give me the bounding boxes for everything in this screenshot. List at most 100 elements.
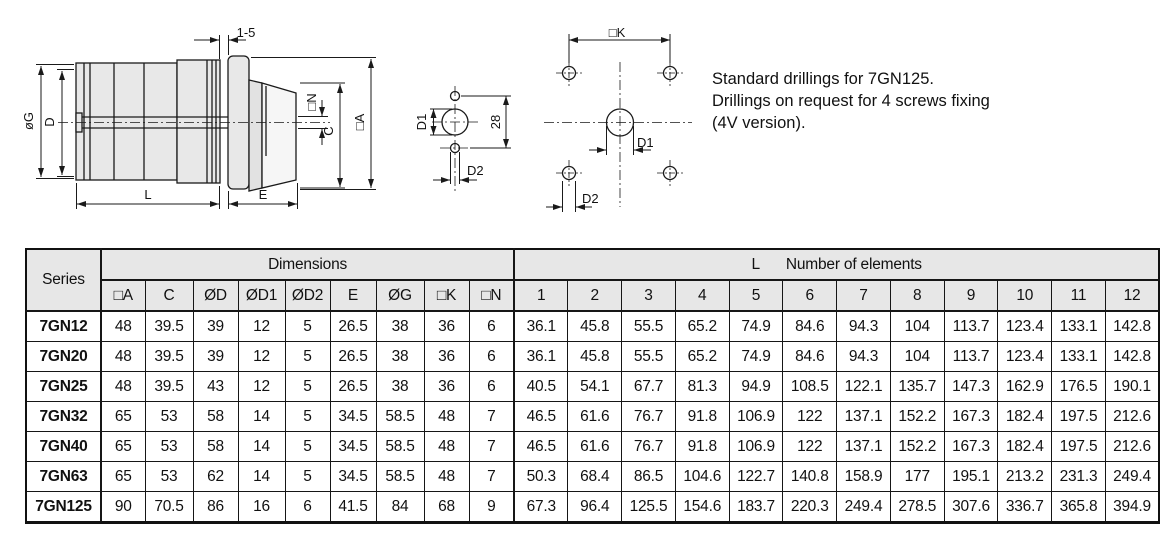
length-value: 84.6 (782, 310, 838, 342)
length-value: 55.5 (621, 341, 676, 372)
length-value: 61.6 (567, 431, 623, 462)
length-value: 212.6 (1104, 431, 1160, 462)
dim-value: 48 (100, 310, 146, 342)
length-value: 67.3 (513, 491, 569, 523)
length-value: 122.7 (728, 461, 784, 492)
length-value: 65.2 (674, 310, 730, 342)
length-value: 197.5 (1051, 401, 1106, 432)
element-col-header: 6 (782, 279, 838, 312)
dim-label-d2-drill: D2 (582, 191, 599, 206)
dim-value: 6 (468, 341, 516, 372)
dim-label-28: 28 (488, 115, 503, 129)
dim-value: 86 (192, 491, 239, 523)
length-value: 123.4 (997, 341, 1053, 372)
length-value: 182.4 (997, 431, 1053, 462)
length-value: 213.2 (997, 461, 1053, 492)
dim-value: 7 (468, 431, 516, 462)
length-value: 133.1 (1051, 341, 1106, 372)
dim-value: 39 (192, 310, 239, 342)
dim-value: 5 (284, 371, 331, 402)
length-value: 104 (889, 341, 945, 372)
dim-value: 90 (100, 491, 146, 523)
length-value: 137.1 (836, 431, 891, 462)
length-value: 142.8 (1104, 310, 1160, 342)
length-value: 182.4 (997, 401, 1053, 432)
dim-label-a: □A (352, 113, 367, 130)
dim-value: 65 (100, 461, 146, 492)
length-value: 46.5 (513, 431, 569, 462)
length-value: 50.3 (513, 461, 569, 492)
length-value: 67.7 (621, 371, 676, 402)
elements-header-text: Number of elements (785, 255, 922, 273)
length-value: 55.5 (621, 310, 676, 342)
dim-value: 39 (192, 341, 239, 372)
dim-value: 14 (237, 431, 286, 462)
length-value: 336.7 (997, 491, 1053, 523)
drilling-view-dimensions (546, 34, 671, 212)
length-value: 147.3 (943, 371, 999, 402)
dim-value: 39.5 (144, 371, 194, 402)
shaft-drilling-drawing: D1 28 D2 (414, 86, 511, 192)
dim-value: 58 (192, 431, 239, 462)
dim-value: 58.5 (375, 431, 425, 462)
dim-col-header: E (329, 279, 377, 312)
drilling-pattern-drawing: □K D1 D2 (544, 25, 692, 212)
length-value: 76.7 (621, 431, 676, 462)
dim-value: 53 (144, 401, 194, 432)
dimensions-group-header: Dimensions (100, 248, 516, 281)
length-value: 142.8 (1104, 341, 1160, 372)
element-col-header: 3 (621, 279, 676, 312)
dim-label-d: D (42, 117, 57, 126)
length-value: 167.3 (943, 431, 999, 462)
dim-value: 53 (144, 461, 194, 492)
series-name: 7GN63 (25, 461, 102, 492)
element-col-header: 10 (997, 279, 1053, 312)
dim-value: 39.5 (144, 341, 194, 372)
dim-col-header: ØG (375, 279, 425, 312)
length-value: 45.8 (567, 310, 623, 342)
dim-value: 7 (468, 401, 516, 432)
dim-label-e: E (259, 187, 268, 202)
length-value: 74.9 (728, 341, 784, 372)
dim-value: 84 (375, 491, 425, 523)
dim-value: 38 (375, 341, 425, 372)
length-value: 61.6 (567, 401, 623, 432)
element-col-header: 4 (674, 279, 730, 312)
switch-body-front-block (176, 59, 221, 184)
element-col-header: 12 (1104, 279, 1160, 312)
switch-body (75, 62, 178, 181)
length-value: 94.3 (836, 310, 891, 342)
dim-value: 6 (284, 491, 331, 523)
series-name: 7GN25 (25, 371, 102, 402)
dim-value: 6 (468, 310, 516, 342)
length-value: 68.4 (567, 461, 623, 492)
dim-value: 58.5 (375, 401, 425, 432)
length-value: 65.2 (674, 341, 730, 372)
length-value: 249.4 (836, 491, 891, 523)
dim-label-gap: 1-5 (237, 25, 256, 40)
length-value: 106.9 (728, 401, 784, 432)
dim-value: 34.5 (329, 431, 377, 462)
hole-center-d1 (441, 108, 469, 136)
length-value: 212.6 (1104, 401, 1160, 432)
dim-value: 34.5 (329, 461, 377, 492)
dim-value: 48 (423, 431, 470, 462)
length-value: 94.9 (728, 371, 784, 402)
dim-value: 65 (100, 431, 146, 462)
length-value: 140.8 (782, 461, 838, 492)
length-value: 158.9 (836, 461, 891, 492)
dim-label-l: L (144, 187, 151, 202)
dim-value: 5 (284, 341, 331, 372)
length-value: 176.5 (1051, 371, 1106, 402)
length-value: 220.3 (782, 491, 838, 523)
element-col-header: 2 (567, 279, 623, 312)
dim-value: 48 (423, 401, 470, 432)
dim-value: 48 (423, 461, 470, 492)
